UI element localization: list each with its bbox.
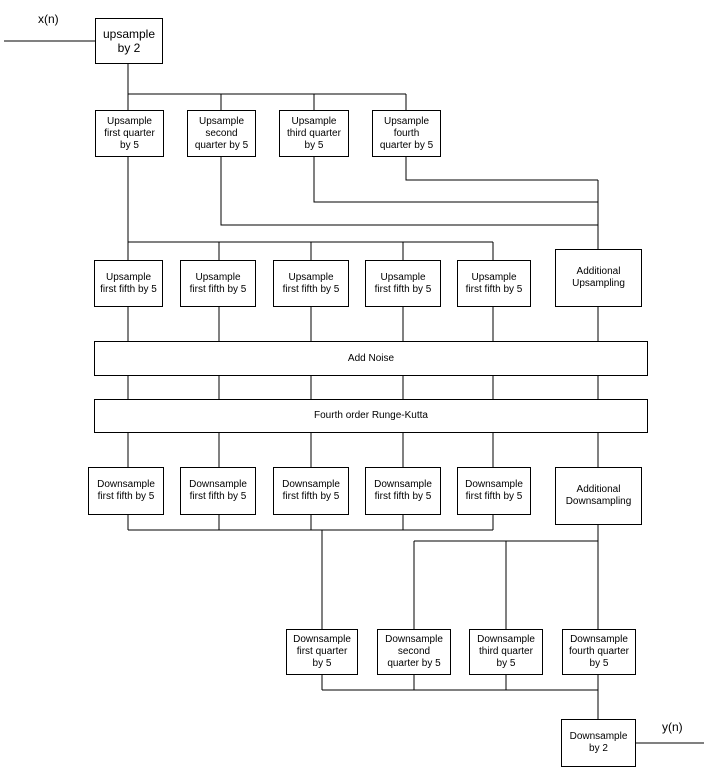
additional-downsampling-block: Additional Downsampling <box>555 467 642 525</box>
input-label: x(n) <box>38 12 59 26</box>
add-noise-block: Add Noise <box>94 341 648 376</box>
upsample-fifth-block-3: Upsample first fifth by 5 <box>273 260 349 307</box>
output-label: y(n) <box>662 720 683 734</box>
upsample-fifth-block-5: Upsample first fifth by 5 <box>457 260 531 307</box>
downsample-fifth-block-2: Downsample first fifth by 5 <box>180 467 256 515</box>
upsample-third-quarter-block: Upsample third quarter by 5 <box>279 110 349 157</box>
downsample-by-2-block: Downsample by 2 <box>561 719 636 767</box>
upsample-first-quarter-block: Upsample first quarter by 5 <box>95 110 164 157</box>
downsample-third-quarter-block: Downsample third quarter by 5 <box>469 629 543 675</box>
downsample-fifth-block-4: Downsample first fifth by 5 <box>365 467 441 515</box>
wire-q4-route <box>405 156 598 181</box>
downsample-second-quarter-block: Downsample second quarter by 5 <box>377 629 451 675</box>
upsample-second-quarter-block: Upsample second quarter by 5 <box>187 110 256 157</box>
upsample-by-2-block: upsample by 2 <box>95 18 163 64</box>
wire-q3-route <box>313 156 598 203</box>
downsample-fifth-block-3: Downsample first fifth by 5 <box>273 467 349 515</box>
upsample-fifth-block-1: Upsample first fifth by 5 <box>94 260 163 307</box>
wire-q2-route <box>220 156 598 226</box>
upsample-fifth-block-2: Upsample first fifth by 5 <box>180 260 256 307</box>
upsample-fifth-block-4: Upsample first fifth by 5 <box>365 260 441 307</box>
downsample-fifth-block-1: Downsample first fifth by 5 <box>88 467 164 515</box>
downsample-fourth-quarter-block: Downsample fourth quarter by 5 <box>562 629 636 675</box>
downsample-fifth-block-5: Downsample first fifth by 5 <box>457 467 531 515</box>
additional-upsampling-block: Additional Upsampling <box>555 249 642 307</box>
runge-kutta-block: Fourth order Runge-Kutta <box>94 399 648 433</box>
upsample-fourth-quarter-block: Upsample fourth quarter by 5 <box>372 110 441 157</box>
downsample-first-quarter-block: Downsample first quarter by 5 <box>286 629 358 675</box>
